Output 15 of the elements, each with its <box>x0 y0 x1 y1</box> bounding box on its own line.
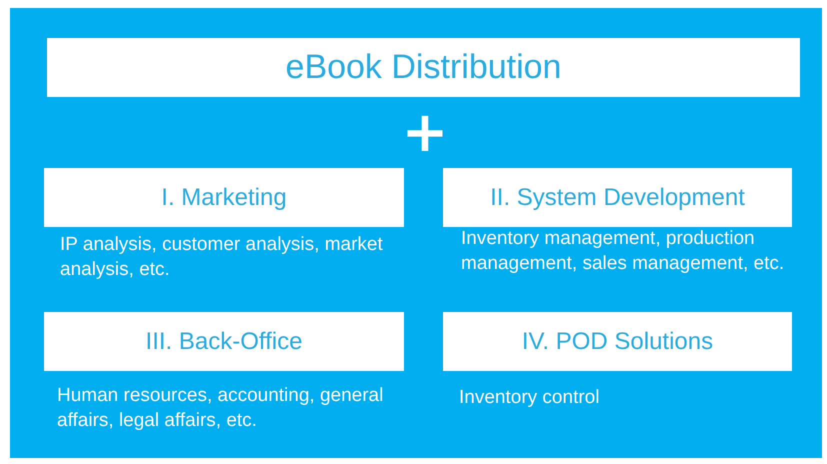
category-description: Inventory management, production management, sales management, etc. <box>461 227 786 276</box>
title-text: eBook Distribution <box>286 48 562 87</box>
category-box <box>44 312 404 371</box>
category-heading: I. Marketing <box>161 184 287 212</box>
category-box <box>443 312 792 371</box>
category-description: IP analysis, customer analysis, market analysis, etc. <box>60 233 384 282</box>
category-heading: II. System Development <box>490 184 745 212</box>
category-heading: III. Back-Office <box>146 328 302 356</box>
title-box <box>47 38 800 97</box>
category-description: Inventory control <box>459 386 600 410</box>
plus-sign: + <box>400 105 450 161</box>
category-heading: IV. POD Solutions <box>522 328 714 356</box>
category-description: Human resources, accounting, general affairs, legal affairs, etc. <box>57 384 384 433</box>
category-box <box>44 168 404 227</box>
category-box <box>443 168 792 227</box>
